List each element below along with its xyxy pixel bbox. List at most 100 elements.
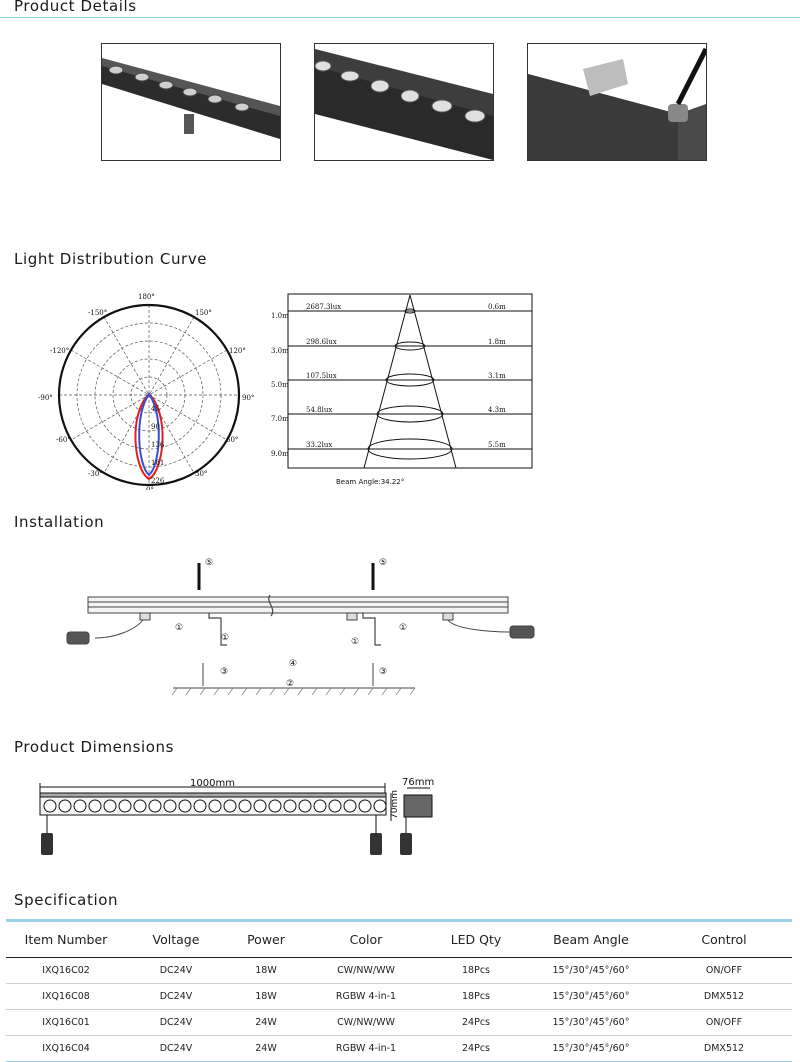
table-cell: 15°/30°/45°/60°	[526, 983, 656, 1010]
table-cell: ON/OFF	[656, 1009, 792, 1036]
col-header-led-qty: LED Qty	[426, 919, 526, 958]
beam-distance: 5.0m	[271, 381, 289, 389]
table-cell: 15°/30°/45°/60°	[526, 1009, 656, 1036]
table-cell: 15°/30°/45°/60°	[526, 957, 656, 984]
spec-header-row: Item Number Voltage Power Color LED Qty …	[6, 919, 792, 958]
angle-label: 120°	[229, 347, 246, 355]
step-label: ⑤	[205, 558, 213, 568]
step-label: ①	[399, 623, 407, 633]
angle-label: 30°	[195, 470, 207, 478]
beam-lux: 107.5lux	[306, 372, 337, 380]
product-photo-2	[314, 43, 494, 161]
table-cell: CW/NW/WW	[306, 1009, 426, 1036]
step-label: ②	[286, 679, 294, 689]
table-cell: ON/OFF	[656, 957, 792, 984]
angle-label: -30°	[88, 470, 103, 478]
radial-label: 226	[151, 477, 165, 485]
beam-diameter: 4.3m	[488, 406, 506, 414]
col-header-control: Control	[656, 919, 792, 958]
step-label: ④	[289, 659, 297, 669]
angle-label: -120°	[50, 347, 69, 355]
angle-label: -150°	[88, 309, 107, 317]
table-cell: 24W	[226, 1009, 306, 1036]
beam-distance: 9.0m	[271, 450, 289, 458]
radial-label: 181	[151, 459, 164, 467]
step-label: ①	[221, 633, 229, 643]
table-row: IXQ16C02 DC24V 18W CW/NW/WW 18Pcs 15°/30…	[6, 957, 792, 984]
table-cell: IXQ16C02	[6, 957, 126, 984]
beam-diameter: 0.6m	[488, 303, 506, 311]
table-cell: IXQ16C01	[6, 1009, 126, 1036]
spec-table: Item Number Voltage Power Color LED Qty …	[6, 919, 792, 1062]
table-cell: DC24V	[126, 983, 226, 1010]
col-header-color: Color	[306, 919, 426, 958]
table-cell: 18Pcs	[426, 957, 526, 984]
beam-diameter: 5.5m	[488, 441, 506, 449]
beam-lux: 33.2lux	[306, 441, 332, 449]
angle-label: -60°	[56, 436, 71, 444]
beam-lux: 54.8lux	[306, 406, 332, 414]
radial-label: 45	[151, 405, 160, 413]
height-label: 70mm	[390, 790, 400, 819]
angle-label: 180°	[138, 293, 155, 301]
radial-label: 136	[151, 441, 165, 449]
polar-light-chart: 180° -150° 150° -120° 120° -90° 90° -60°…	[38, 293, 254, 490]
table-cell: 15°/30°/45°/60°	[526, 1035, 656, 1062]
table-cell: 18W	[226, 983, 306, 1010]
table-cell: 24Pcs	[426, 1009, 526, 1036]
angle-label: 150°	[195, 309, 212, 317]
installation-diagram: ⑤ ⑤ ① ① ① ① ③ ③ ④ ②	[66, 558, 535, 696]
table-cell: 18Pcs	[426, 983, 526, 1010]
width-label: 76mm	[402, 777, 434, 788]
section-title-install: Installation	[14, 513, 105, 531]
table-cell: 24W	[226, 1035, 306, 1062]
section-title-spec: Specification	[14, 891, 119, 909]
table-cell: 24Pcs	[426, 1035, 526, 1062]
length-label: 1000mm	[190, 778, 235, 789]
section-rule	[0, 17, 800, 18]
col-header-voltage: Voltage	[126, 919, 226, 958]
beam-angle-label: Beam Angle:34.22°	[336, 478, 404, 486]
angle-label: 0°	[146, 486, 154, 490]
angle-label: 90°	[242, 394, 254, 402]
table-cell: CW/NW/WW	[306, 957, 426, 984]
beam-distance: 7.0m	[271, 415, 289, 423]
beam-lux: 298.6lux	[306, 338, 337, 346]
step-label: ①	[351, 637, 359, 647]
table-cell: DC24V	[126, 957, 226, 984]
table-cell: DMX512	[656, 1035, 792, 1062]
table-cell: IXQ16C08	[6, 983, 126, 1010]
section-title-details: Product Details	[14, 0, 137, 15]
beam-lux: 2687.3lux	[306, 303, 341, 311]
table-cell: DMX512	[656, 983, 792, 1010]
table-cell: RGBW 4-in-1	[306, 983, 426, 1010]
angle-label: -90°	[38, 394, 53, 402]
section-title-dims: Product Dimensions	[14, 738, 175, 756]
col-header-beam-angle: Beam Angle	[526, 919, 656, 958]
beam-distance: 3.0m	[271, 347, 289, 355]
table-row: IXQ16C08 DC24V 18W RGBW 4-in-1 18Pcs 15°…	[6, 983, 792, 1010]
step-label: ③	[379, 667, 387, 677]
product-photo-3	[527, 43, 707, 161]
step-label: ①	[175, 623, 183, 633]
beam-cone-diagram: 1.0m 3.0m 5.0m 7.0m 9.0m 2687.3lux 298.6…	[271, 293, 533, 486]
dimensions-diagram: 1000mm 76mm 70mm	[39, 777, 434, 855]
table-cell: 18W	[226, 957, 306, 984]
col-header-item: Item Number	[6, 919, 126, 958]
step-label: ③	[220, 667, 228, 677]
table-row: IXQ16C04 DC24V 24W RGBW 4-in-1 24Pcs 15°…	[6, 1035, 792, 1062]
step-label: ⑤	[379, 558, 387, 568]
beam-distance: 1.0m	[271, 312, 289, 320]
table-row: IXQ16C01 DC24V 24W CW/NW/WW 24Pcs 15°/30…	[6, 1009, 792, 1036]
table-cell: RGBW 4-in-1	[306, 1035, 426, 1062]
beam-diameter: 1.8m	[488, 338, 506, 346]
section-title-light: Light Distribution Curve	[14, 250, 208, 268]
col-header-power: Power	[226, 919, 306, 958]
table-cell: DC24V	[126, 1009, 226, 1036]
radial-label: 90	[151, 423, 160, 431]
table-cell: DC24V	[126, 1035, 226, 1062]
angle-label: 60°	[226, 436, 238, 444]
beam-diameter: 3.1m	[488, 372, 506, 380]
product-photo-1	[101, 43, 281, 161]
table-cell: IXQ16C04	[6, 1035, 126, 1062]
